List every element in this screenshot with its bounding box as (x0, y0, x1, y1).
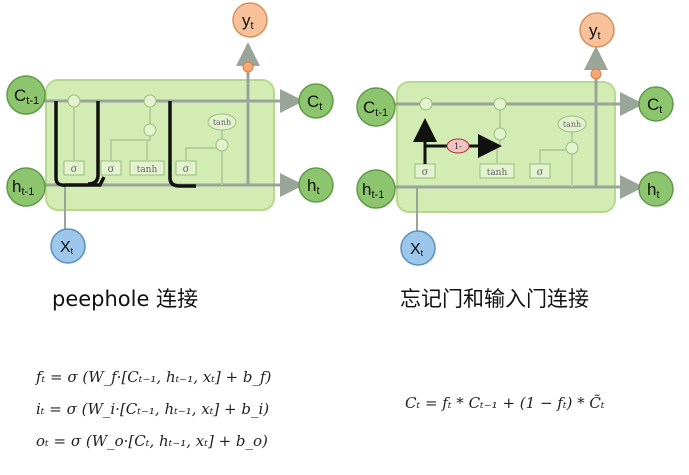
left-node-h-in: ht-1 (6, 167, 46, 207)
right-x-sub: t (421, 248, 424, 258)
left-op-tanh (207, 113, 237, 131)
left-h-in-label: h (12, 177, 21, 196)
left-y-junction (242, 61, 254, 73)
right-h-out-sub: t (656, 189, 659, 201)
right-op-add (493, 97, 507, 111)
caption-peephole: peephole 连接 (52, 287, 199, 311)
left-h-in-sub: t-1 (21, 186, 34, 198)
left-node-x: Xt (50, 228, 86, 264)
right-op-forget-mult (419, 97, 433, 111)
left-c-in-label: C (14, 86, 26, 105)
left-gate-output-label: σ (183, 164, 190, 175)
left-op-add (143, 94, 157, 108)
equation-input-gate: iₜ = σ (W_i·[Cₜ₋₁, hₜ₋₁, xₜ] + b_i) (36, 400, 270, 418)
left-c-in-sub: t-1 (26, 95, 39, 107)
equation-forget-gate: fₜ = σ (W_f·[Cₜ₋₁, hₜ₋₁, xₜ] + b_f) (36, 368, 272, 386)
left-node-h-out: ht (298, 167, 334, 203)
right-op-tanh (557, 115, 587, 133)
left-gate-input-label: σ (108, 164, 115, 175)
right-y-label: y (589, 21, 598, 40)
caption-coupled-gates: 忘记门和输入门连接 (400, 287, 589, 311)
svg-text:ht-1: ht-1 (362, 180, 384, 201)
svg-text:Ct: Ct (307, 92, 322, 113)
left-op-forget-mult (67, 94, 81, 108)
right-op-output-mult (565, 141, 579, 155)
right-c-out-sub: t (659, 104, 662, 116)
left-h-out-label: h (307, 176, 316, 195)
right-node-h-in: ht-1 (356, 169, 396, 209)
right-c-in-label: C (363, 98, 375, 117)
left-op-input-mult (143, 123, 157, 137)
svg-text:Ct: Ct (647, 95, 662, 116)
right-h-in-label: h (362, 180, 371, 199)
left-op-tanh-label: tanh (213, 118, 231, 127)
left-c-out-label: C (307, 92, 319, 111)
left-node-c-in: Ct-1 (6, 75, 46, 115)
svg-text:Xt: Xt (60, 239, 74, 256)
svg-text:yt: yt (242, 11, 254, 32)
right-node-x: Xt (400, 230, 436, 266)
right-node-c-in: Ct-1 (356, 87, 396, 127)
left-peephole-output (168, 101, 196, 188)
right-x-label: X (410, 241, 421, 258)
left-peephole-forget (54, 101, 106, 187)
svg-text:ht: ht (647, 180, 660, 201)
right-gate-tanh-label: tanh (487, 168, 508, 178)
right-one-minus-node (446, 138, 470, 154)
svg-text:ht-1: ht-1 (12, 177, 34, 198)
svg-text:Xt: Xt (410, 241, 424, 258)
left-gate-tanh-label: tanh (137, 165, 158, 175)
left-op-output-mult (215, 138, 229, 152)
right-op-input-mult (493, 127, 507, 141)
left-internal-paths (73, 108, 223, 185)
equation-output-gate: oₜ = σ (W_o·[Cₜ, hₜ₋₁, xₜ] + b_o) (36, 432, 268, 450)
right-gate-forget-label: σ (422, 167, 429, 178)
right-y-sub: t (598, 30, 601, 42)
right-op-tanh-label: tanh (563, 120, 581, 129)
right-c-in-sub: t-1 (375, 107, 388, 119)
svg-text:yt: yt (589, 21, 601, 42)
right-one-minus-label: 1- (454, 142, 462, 151)
left-x-sub: t (71, 246, 74, 256)
right-h-out-label: h (647, 180, 656, 199)
equation-cell-state: Cₜ = fₜ * Cₜ₋₁ + (1 − fₜ) * C̃ₜ (405, 394, 605, 412)
right-node-h-out: ht (638, 171, 674, 207)
left-node-y: yt (232, 2, 268, 38)
right-c-out-label: C (647, 95, 659, 114)
svg-text:Ct-1: Ct-1 (14, 86, 39, 107)
left-node-c-out: Ct (298, 83, 334, 119)
left-peephole-input (87, 101, 100, 186)
left-c-out-sub: t (319, 101, 322, 113)
left-gate-forget-label: σ (71, 164, 78, 175)
right-h-in-sub: t-1 (371, 189, 384, 201)
left-y-label: y (242, 11, 251, 30)
right-y-junction (590, 68, 602, 80)
right-node-y: yt (579, 12, 615, 48)
right-cell-box (396, 81, 616, 213)
lstm-variants-diagram: σ σ tanh σ tanh Ct-1 ht-1 C (6, 2, 674, 266)
svg-text:ht: ht (307, 176, 320, 197)
right-node-c-out: Ct (638, 86, 674, 122)
left-y-sub: t (251, 20, 254, 32)
left-lstm-cell: σ σ tanh σ tanh (44, 42, 304, 230)
right-gate-output-label: σ (537, 167, 544, 178)
left-x-label: X (60, 239, 71, 256)
left-h-out-sub: t (316, 185, 319, 197)
svg-text:Ct-1: Ct-1 (363, 98, 388, 119)
right-lstm-cell: σ tanh σ tanh 1- (395, 46, 644, 232)
